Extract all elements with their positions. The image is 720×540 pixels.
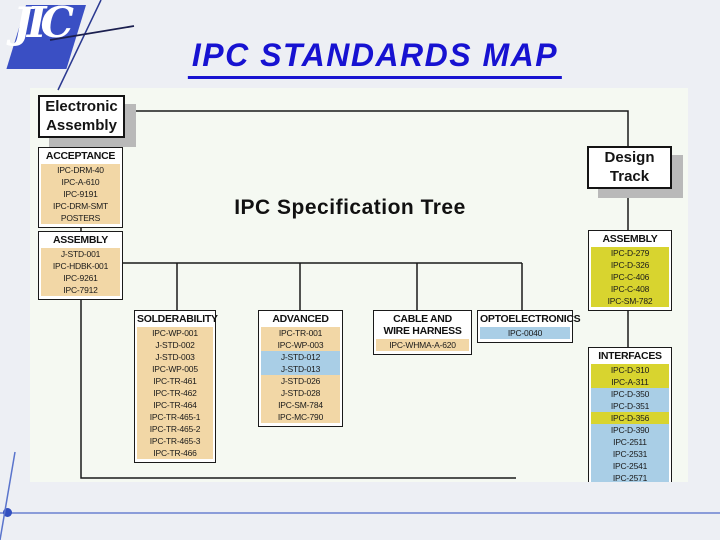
spec-item: IPC-TR-466 — [137, 447, 213, 460]
box-solderability-header: SOLDERABILITY — [137, 313, 218, 325]
spec-item: POSTERS — [41, 212, 120, 225]
spec-item: IPC-TR-461 — [137, 375, 213, 388]
spec-item: IPC-9261 — [41, 272, 120, 285]
spec-item: IPC-2541 — [591, 460, 669, 473]
spec-item: IPC-WHMA-A-620 — [376, 339, 469, 352]
spec-item: IPC-D-351 — [591, 400, 669, 413]
box-optoelectronics: OPTOELECTRONICS IPC-0040 — [477, 310, 581, 344]
node-electronic-assembly: Electronic Assembly — [38, 95, 125, 138]
diagram-panel: IPC Specification Tree Electronic Assemb… — [30, 88, 688, 482]
box-assembly-right-header: ASSEMBLY — [602, 233, 658, 245]
spec-item: IPC-A-311 — [591, 376, 669, 389]
spec-item: IPC-WP-003 — [261, 339, 340, 352]
spec-item: IPC-TR-001 — [261, 327, 340, 340]
box-interfaces-header: INTERFACES — [598, 350, 662, 362]
spec-item: IPC-WP-001 — [137, 327, 213, 340]
spec-item: IPC-2571 — [591, 472, 669, 482]
spec-item: IPC-D-326 — [591, 259, 669, 272]
spec-item: IPC-A-610 — [41, 176, 120, 189]
spec-item: J-STD-026 — [261, 375, 340, 388]
connector-lines — [80, 110, 629, 479]
logo-text: JIC — [13, 0, 74, 47]
spec-item: IPC-2511 — [591, 436, 669, 449]
spec-item: IPC-TR-465-2 — [137, 423, 213, 436]
spec-item: IPC-D-356 — [591, 412, 669, 425]
spec-item: IPC-D-350 — [591, 388, 669, 401]
jic-logo: JIC — [0, 0, 150, 90]
spec-item: IPC-MC-790 — [261, 411, 340, 424]
box-optoelectronics-header: OPTOELECTRONICS — [480, 313, 581, 325]
box-acceptance-header: ACCEPTANCE — [45, 150, 116, 162]
spec-item: J-STD-012 — [261, 351, 340, 364]
footer-dot — [3, 508, 12, 517]
spec-item: J-STD-002 — [137, 339, 213, 352]
spec-item: IPC-WP-005 — [137, 363, 213, 376]
spec-item: J-STD-003 — [137, 351, 213, 364]
box-assembly-left-header: ASSEMBLY — [53, 234, 108, 246]
footer-rule — [0, 512, 720, 514]
spec-item: IPC-SM-782 — [591, 295, 669, 308]
spec-item: IPC-D-279 — [591, 247, 669, 260]
spec-item: IPC-D-390 — [591, 424, 669, 437]
spec-item: IPC-D-310 — [591, 364, 669, 377]
spec-item: J-STD-028 — [261, 387, 340, 400]
spec-item: IPC-TR-462 — [137, 387, 213, 400]
spec-item: IPC-C-408 — [591, 283, 669, 296]
spec-item: IPC-C-406 — [591, 271, 669, 284]
box-cable-and-wire-harness-header: CABLE AND WIRE HARNESS — [383, 313, 462, 338]
spec-item: IPC-HDBK-001 — [41, 260, 120, 273]
spec-item: J-STD-013 — [261, 363, 340, 376]
spec-item: IPC-TR-465-1 — [137, 411, 213, 424]
spec-item: IPC-7912 — [41, 284, 120, 297]
spec-item: IPC-TR-464 — [137, 399, 213, 412]
node-design-track: Design Track — [587, 146, 672, 189]
spec-item: J-STD-001 — [41, 248, 120, 261]
spec-item: IPC-DRM-SMT — [41, 200, 120, 213]
spec-item: IPC-SM-784 — [261, 399, 340, 412]
page-title[interactable]: IPC STANDARDS MAP — [187, 37, 563, 80]
spec-item: IPC-DRM-40 — [41, 164, 120, 177]
diagram-title: IPC Specification Tree — [234, 196, 466, 219]
box-advanced-header: ADVANCED — [272, 313, 329, 325]
spec-item: IPC-2531 — [591, 448, 669, 461]
spec-item: IPC-9191 — [41, 188, 120, 201]
spec-item: IPC-0040 — [480, 327, 570, 340]
spec-item: IPC-TR-465-3 — [137, 435, 213, 448]
